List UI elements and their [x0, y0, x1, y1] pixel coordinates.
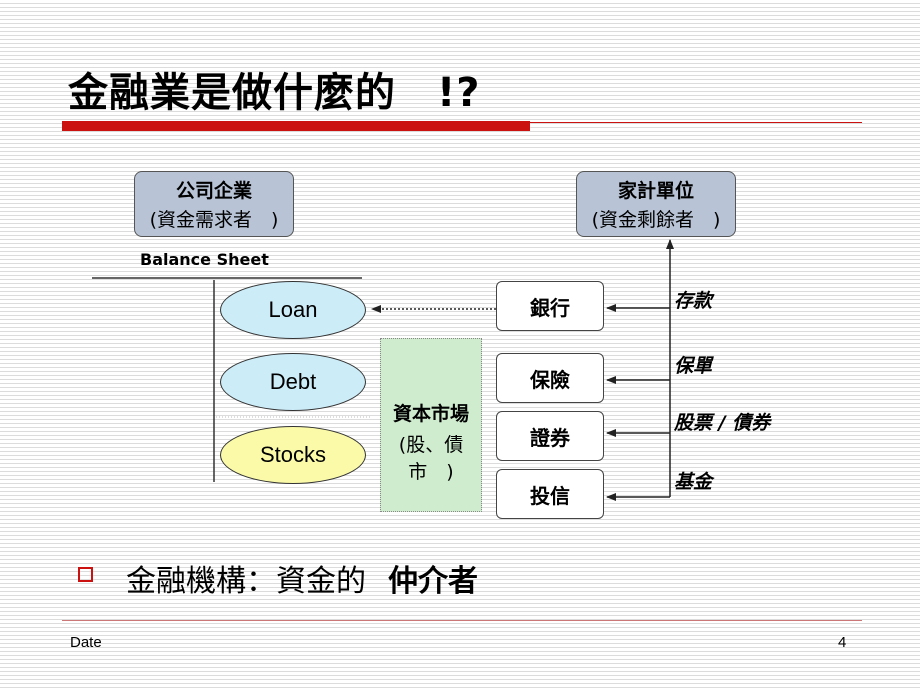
- debt-ellipse: Debt: [220, 353, 366, 411]
- footer-rule: [62, 620, 862, 621]
- capital-market-box: 資本市場 (股、債市 ): [380, 338, 482, 512]
- title-underline-rule: [530, 122, 862, 123]
- title-underline-bar: [62, 121, 530, 131]
- bullet-main-text: 金融機構：資金的: [126, 564, 366, 599]
- corporate-subtitle: (資金需求者 ): [149, 209, 279, 231]
- capital-market-subtitle: (股、債市 ): [398, 434, 464, 483]
- flow-label-policies: 保單: [674, 355, 713, 377]
- bullet-square-icon: [78, 567, 93, 582]
- investment-trust-box: 投信: [496, 469, 604, 519]
- securities-box: 證券: [496, 411, 604, 461]
- bank-box: 銀行: [496, 281, 604, 331]
- household-title: 家計單位: [617, 180, 694, 202]
- flow-label-funds: 基金: [674, 471, 713, 493]
- balance-sheet-label: Balance Sheet: [140, 250, 269, 269]
- stocks-ellipse: Stocks: [220, 426, 366, 484]
- page-number: 4: [838, 634, 847, 651]
- bullet-emphasis: 仲介者: [388, 564, 478, 599]
- footer-date: Date: [70, 634, 102, 651]
- bullet-text: 金融機構：資金的仲介者: [126, 556, 478, 600]
- slide-title: 金融業是做什麼的 !?: [68, 70, 481, 116]
- capital-market-title: 資本市場: [392, 403, 469, 425]
- corporate-title: 公司企業: [175, 180, 252, 202]
- flow-label-stocks-bonds: 股票 / 債券: [674, 412, 771, 434]
- loan-ellipse: Loan: [220, 281, 366, 339]
- household-box: 家計單位 (資金剩餘者 ): [576, 171, 736, 237]
- household-subtitle: (資金剩餘者 ): [591, 209, 721, 231]
- insurance-box: 保險: [496, 353, 604, 403]
- corporate-box: 公司企業 (資金需求者 ): [134, 171, 294, 237]
- flow-label-deposits: 存款: [674, 290, 713, 312]
